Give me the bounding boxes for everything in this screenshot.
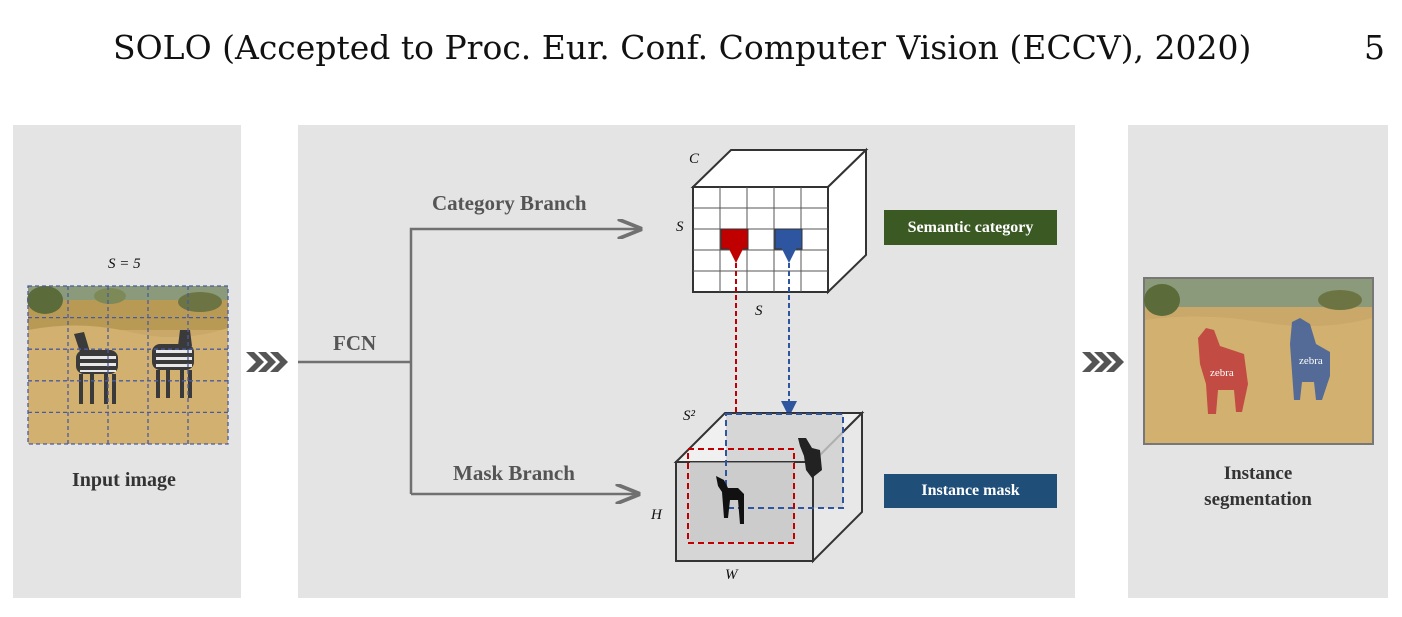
- mask-branch-label: Mask Branch: [453, 461, 575, 485]
- red-mask-outline: [687, 448, 795, 544]
- blue-mask-outline: [725, 413, 844, 509]
- zebra-left: [74, 332, 118, 404]
- cube-s-left-label: S: [676, 219, 684, 235]
- output-caption-line1: Instance: [1223, 463, 1293, 484]
- output-caption-line2: segmentation: [1204, 489, 1312, 510]
- fcn-label: FCN: [333, 331, 377, 355]
- semantic-category-tag: Semantic category: [884, 210, 1057, 245]
- blue-instance-mask: [1290, 318, 1330, 400]
- zebra-mask-icon: [716, 476, 744, 524]
- blue-mask-label: zebra: [1299, 355, 1323, 367]
- output-image: [1143, 277, 1374, 445]
- instance-mask-tag: Instance mask: [884, 474, 1057, 508]
- cube-s-bottom-label: S: [755, 303, 763, 319]
- fcn-branch-lines: [298, 229, 640, 494]
- blue-category-cell: [774, 228, 803, 250]
- category-grid-lines: [693, 187, 828, 292]
- category-grid-cube: [690, 147, 869, 295]
- chevron-arrow-icon: [246, 352, 288, 372]
- page-number: 5: [1364, 28, 1385, 67]
- cube-c-label: C: [689, 151, 700, 167]
- grid-size-label: S = 5: [108, 256, 141, 272]
- red-category-cell: [720, 228, 749, 250]
- mask-h-label: H: [651, 507, 662, 523]
- input-image: [27, 286, 228, 444]
- input-grid: [27, 285, 229, 445]
- input-image-caption: Input image: [72, 469, 176, 491]
- mask-cube: [673, 410, 865, 564]
- chevron-arrow-icon: [1082, 352, 1124, 372]
- mask-w-label: W: [725, 567, 738, 583]
- red-mask-label: zebra: [1210, 367, 1234, 379]
- page-header: SOLO (Accepted to Proc. Eur. Conf. Compu…: [0, 28, 1402, 76]
- mask-s2-label: S²: [683, 408, 695, 424]
- page-title: SOLO (Accepted to Proc. Eur. Conf. Compu…: [113, 28, 1252, 67]
- category-branch-label: Category Branch: [432, 191, 587, 215]
- zebra-mask-icon: [798, 438, 822, 478]
- red-instance-mask: [1198, 328, 1248, 414]
